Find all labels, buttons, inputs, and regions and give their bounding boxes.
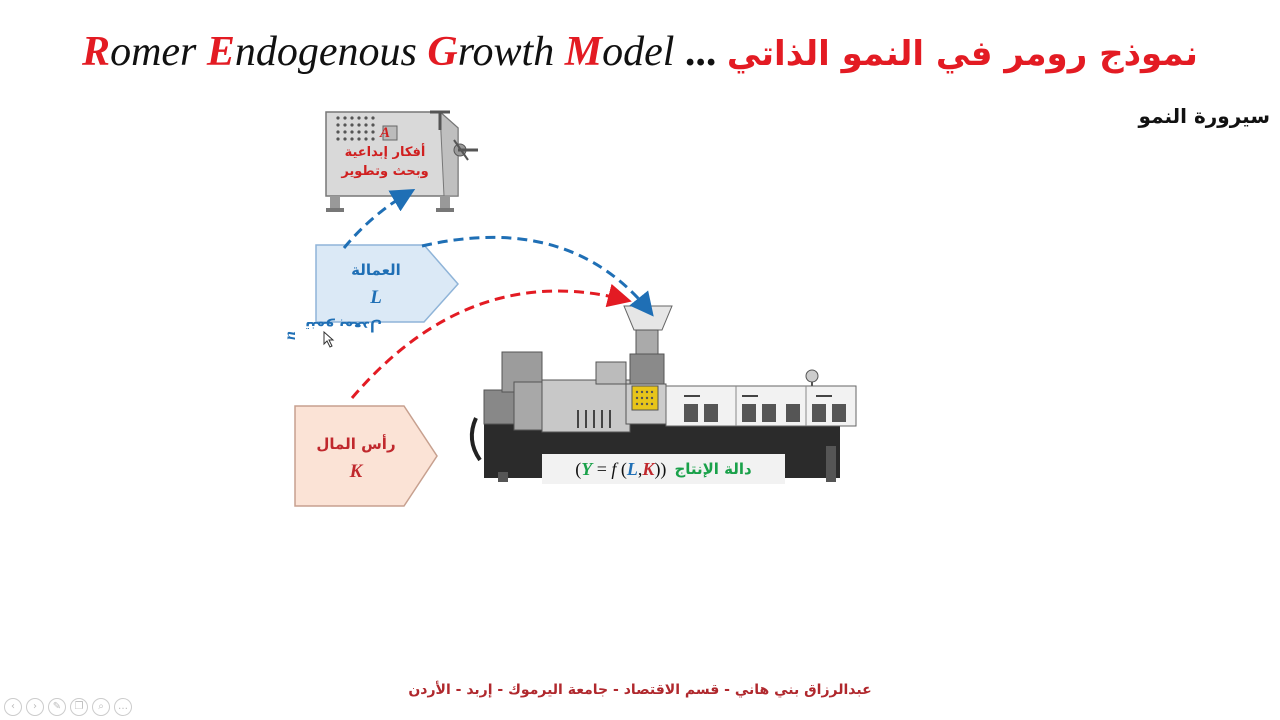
- title-word-3: Growth: [427, 29, 555, 75]
- slideshow-toolbar: ‹ › ✎ ❐ ⌕ …: [4, 698, 132, 716]
- capital-shape: [294, 405, 438, 507]
- capital-text: رأس المال: [316, 435, 396, 453]
- growth-rate-text: تنمو بمعدل: [305, 318, 382, 334]
- ideas-machine-icon: [325, 110, 478, 212]
- growth-rate-symbol: n: [282, 331, 299, 340]
- ideas-line1: أفكار إبداعية: [344, 145, 426, 160]
- capital-symbol: K: [349, 461, 363, 482]
- title-word-4: Model: [564, 29, 675, 75]
- mouse-cursor-icon: [323, 330, 335, 348]
- labor-label: العمالة L: [316, 256, 436, 312]
- more-icon[interactable]: …: [114, 698, 132, 716]
- prev-icon[interactable]: ‹: [4, 698, 22, 716]
- pen-icon[interactable]: ✎: [48, 698, 66, 716]
- labor-to-machine-arrow: [421, 235, 654, 317]
- labor-text: العمالة: [351, 261, 401, 279]
- next-icon[interactable]: ›: [26, 698, 44, 716]
- ideas-line2: وبحث وتطوير: [341, 164, 429, 179]
- production-function-box: (Y = f (L,K)) دالة الإنتاج: [542, 454, 785, 484]
- growth-rate-label: تنمو بمعدل n: [276, 240, 382, 340]
- zoom-icon[interactable]: ⌕: [92, 698, 110, 716]
- ideas-label: A أفكار إبداعية وبحث وتطوير: [330, 124, 440, 181]
- labor-shape: [315, 244, 460, 323]
- slide-footer: عبدالرزاق بني هاني - قسم الاقتصاد - جامع…: [408, 682, 872, 698]
- title-dots: ...: [684, 29, 717, 75]
- production-function-formula: (Y = f (L,K)): [575, 458, 667, 479]
- title-word-1: Romer: [82, 29, 197, 75]
- copy-icon[interactable]: ❐: [70, 698, 88, 716]
- title-arabic: نموذج رومر في النمو الذاتي: [726, 34, 1198, 74]
- production-function-label: دالة الإنتاج: [674, 460, 752, 478]
- slide-subtitle: سيرورة النمو: [1138, 104, 1270, 128]
- labor-symbol: L: [370, 287, 382, 308]
- labor-to-ideas-arrow: [342, 188, 416, 249]
- capital-label: رأس المال K: [296, 430, 416, 486]
- ideas-symbol: A: [379, 125, 390, 141]
- slide-title: Romer Endogenous Growth Model ... نموذج …: [0, 26, 1280, 80]
- title-word-2: Endogenous: [206, 29, 417, 75]
